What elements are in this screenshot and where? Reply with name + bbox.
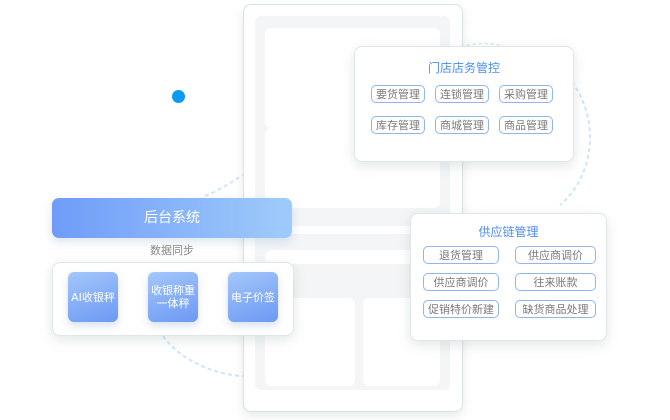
module-chain[interactable]: 连锁管理 — [435, 85, 489, 103]
phone-bar-1 — [265, 226, 440, 234]
module-supplier-price-adjust[interactable]: 供应商调价 — [515, 246, 596, 264]
connector-top-right — [559, 81, 591, 206]
module-out-of-stock[interactable]: 缺货商品处理 — [515, 300, 596, 318]
devices-card: AI收银秤 收银称重 一体秤 电子价签 — [52, 262, 294, 336]
module-returns[interactable]: 退货管理 — [423, 246, 499, 264]
device-e-label[interactable]: 电子价签 — [228, 272, 278, 322]
module-mall[interactable]: 商城管理 — [435, 116, 489, 134]
device-ai-scale[interactable]: AI收银秤 — [68, 272, 118, 322]
module-promotion-create[interactable]: 促销特价新建 — [423, 300, 499, 318]
device-pos-scale-line1: 收银称重 — [151, 284, 195, 297]
module-product[interactable]: 商品管理 — [499, 116, 553, 134]
store-management-title: 门店店务管控 — [427, 61, 500, 75]
data-sync-label: 数据同步 — [150, 244, 194, 257]
store-management-card: 门店店务管控 要货管理 连锁管理 采购管理 库存管理 商城管理 商品管理 — [354, 46, 574, 162]
connector-bottom-left — [162, 335, 244, 377]
backend-system-button[interactable]: 后台系统 — [52, 198, 292, 238]
supply-chain-title: 供应链管理 — [478, 225, 539, 239]
device-ai-scale-label: AI收银秤 — [71, 290, 115, 304]
module-inventory[interactable]: 库存管理 — [371, 116, 425, 134]
module-requisition[interactable]: 要货管理 — [371, 85, 425, 103]
module-supplier-price-adjust-2[interactable]: 供应商调价 — [423, 273, 499, 291]
module-accounts[interactable]: 往来账款 — [515, 273, 596, 291]
supply-chain-card: 供应链管理 退货管理 供应商调价 供应商调价 往来账款 促销特价新建 缺货商品处… — [410, 213, 607, 341]
module-purchase[interactable]: 采购管理 — [499, 85, 553, 103]
connector-top-left — [204, 174, 244, 197]
device-e-label-label: 电子价签 — [231, 290, 275, 304]
phone-bar-2 — [265, 250, 440, 264]
decorative-dot — [172, 90, 185, 103]
device-pos-scale-line2: 一体秤 — [156, 297, 190, 310]
device-pos-scale[interactable]: 收银称重 一体秤 — [148, 272, 198, 322]
